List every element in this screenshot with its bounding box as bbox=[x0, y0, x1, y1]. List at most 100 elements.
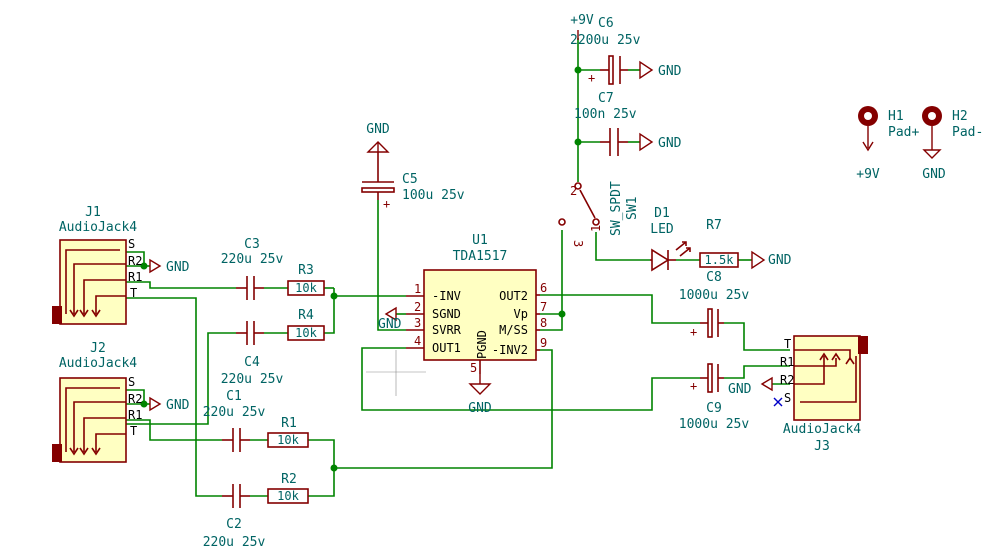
u1-gnd-label: GND bbox=[468, 401, 492, 416]
junction-dot bbox=[330, 292, 338, 300]
j2-value: AudioJack4 bbox=[59, 356, 137, 371]
c7-ref: C7 bbox=[598, 91, 614, 106]
junction-dot bbox=[558, 310, 566, 318]
c2-ref: C2 bbox=[226, 517, 242, 532]
h2-value: Pad- bbox=[952, 125, 983, 140]
c3-ref: C3 bbox=[244, 237, 260, 252]
capacitor-c7[interactable]: C7 100n 25v bbox=[574, 91, 637, 156]
u1-pin-4-num: 4 bbox=[414, 334, 421, 348]
capacitor-c8[interactable]: + C8 1000u 25v bbox=[679, 270, 750, 339]
u1-pin-6-num: 6 bbox=[540, 281, 547, 295]
j3-ref: J3 bbox=[814, 439, 830, 454]
c6-plus: + bbox=[588, 71, 595, 85]
u1-pin-3-name: SVRR bbox=[432, 323, 462, 337]
gnd-symbol-r7: GND bbox=[751, 250, 792, 270]
power-symbol-9v: +9V bbox=[570, 13, 594, 40]
capacitor-c1[interactable]: C1 220u 25v bbox=[203, 389, 266, 452]
capacitor-c5[interactable]: + C5 100u 25v bbox=[361, 152, 465, 211]
r7-gnd-label: GND bbox=[768, 253, 792, 268]
j3-pin-s: S bbox=[784, 391, 791, 405]
mounting-pad-h1[interactable]: H1 Pad+ +9V bbox=[856, 106, 919, 182]
led-d1[interactable]: D1 LED bbox=[650, 206, 691, 272]
d1-ref: D1 bbox=[654, 206, 670, 221]
u1-pin-8-num: 8 bbox=[540, 316, 547, 330]
wires bbox=[126, 38, 790, 497]
c5-plus: + bbox=[383, 197, 390, 211]
capacitor-c6[interactable]: + C6 2200u 25v bbox=[570, 16, 641, 85]
j2-pin-r2: R2 bbox=[128, 392, 142, 406]
resistor-r7[interactable]: 1.5k R7 bbox=[699, 218, 739, 268]
j1-ref: J1 bbox=[85, 205, 101, 220]
gnd-symbol-c6: GND bbox=[639, 60, 682, 80]
c7-value: 100n 25v bbox=[574, 107, 637, 122]
c6-gnd-label: GND bbox=[658, 64, 682, 79]
gnd-symbol-j2: GND bbox=[149, 396, 190, 413]
c6-value: 2200u 25v bbox=[570, 33, 641, 48]
u1-pin-2-num: 2 bbox=[414, 300, 421, 314]
r2-value: 10k bbox=[277, 489, 299, 503]
j2-pin-s: S bbox=[128, 375, 135, 389]
capacitor-c4[interactable]: C4 220u 25v bbox=[221, 321, 284, 387]
j2-gnd-label: GND bbox=[166, 398, 190, 413]
capacitor-c9[interactable]: + C9 1000u 25v bbox=[679, 363, 750, 432]
u1-pin-8-name: M/SS bbox=[499, 323, 528, 337]
h1-value: Pad+ bbox=[888, 125, 919, 140]
r4-ref: R4 bbox=[298, 308, 314, 323]
sw1-value: SW_SPDT bbox=[609, 181, 624, 236]
r2-ref: R2 bbox=[281, 472, 297, 487]
c5-value: 100u 25v bbox=[402, 188, 465, 203]
r3-value: 10k bbox=[295, 281, 317, 295]
u1-pgnd-label: PGND bbox=[475, 330, 489, 359]
c9-value: 1000u 25v bbox=[679, 417, 750, 432]
r3-ref: R3 bbox=[298, 263, 314, 278]
supply-label: +9V bbox=[570, 13, 594, 28]
u1-pin-6-name: OUT2 bbox=[499, 289, 528, 303]
h2-ref: H2 bbox=[952, 109, 968, 124]
j1-gnd-label: GND bbox=[166, 260, 190, 275]
c1-value: 220u 25v bbox=[203, 405, 266, 420]
capacitor-c3[interactable]: C3 220u 25v bbox=[221, 237, 284, 300]
junction-dot bbox=[574, 66, 582, 74]
c7-gnd-label: GND bbox=[658, 136, 682, 151]
ic-u1[interactable]: U1 TDA1517 1 2 3 4 -INV SGND SVRR OUT1 6… bbox=[406, 233, 547, 375]
j2-pin-t: T bbox=[130, 424, 137, 438]
c8-ref: C8 bbox=[706, 270, 722, 285]
gnd-symbol-sgnd: GND bbox=[378, 306, 402, 332]
j1-pin-s: S bbox=[128, 237, 135, 251]
junction-dot bbox=[330, 464, 338, 472]
c3-value: 220u 25v bbox=[221, 252, 284, 267]
sw1-ref: SW1 bbox=[625, 197, 640, 220]
audio-jack-j2[interactable]: J2 AudioJack4 S R2 R1 T bbox=[52, 341, 142, 463]
audio-jack-j3[interactable]: T R1 R2 S AudioJack4 J3 bbox=[780, 335, 868, 454]
h2-net: GND bbox=[922, 167, 946, 182]
resistor-r4[interactable]: 10k R4 bbox=[287, 308, 325, 341]
resistor-r2[interactable]: 10k R2 bbox=[267, 472, 309, 504]
c9-ref: C9 bbox=[706, 401, 722, 416]
resistor-r3[interactable]: 10k R3 bbox=[287, 263, 325, 296]
c9-plus: + bbox=[690, 379, 697, 393]
j1-pin-t: T bbox=[130, 286, 137, 300]
switch-sw1[interactable]: 2 3 1 SW_SPDT SW1 bbox=[558, 181, 640, 247]
capacitor-c2[interactable]: C2 220u 25v bbox=[203, 484, 266, 550]
sgnd-gnd-label: GND bbox=[378, 317, 402, 332]
no-connect-marker bbox=[773, 397, 783, 407]
r7-value: 1.5k bbox=[705, 253, 735, 267]
j2-pin-r1: R1 bbox=[128, 408, 142, 422]
u1-value: TDA1517 bbox=[453, 249, 508, 264]
u1-pin-1-name: -INV bbox=[432, 289, 461, 303]
h1-net: +9V bbox=[856, 167, 880, 182]
gnd-symbol-c7: GND bbox=[639, 132, 682, 152]
sw1-pin-3: 3 bbox=[571, 240, 585, 247]
audio-jack-j1[interactable]: J1 AudioJack4 S R2 R1 T bbox=[52, 205, 142, 325]
crosshair-marker bbox=[366, 350, 426, 396]
u1-pin-1-num: 1 bbox=[414, 282, 421, 296]
c8-plus: + bbox=[690, 325, 697, 339]
d1-value: LED bbox=[650, 222, 674, 237]
c2-value: 220u 25v bbox=[203, 535, 266, 550]
mounting-pad-h2[interactable]: H2 Pad- GND bbox=[922, 106, 983, 182]
sw1-pin-1: 1 bbox=[589, 225, 603, 232]
h1-ref: H1 bbox=[888, 109, 904, 124]
resistor-r1[interactable]: 10k R1 bbox=[267, 416, 309, 448]
u1-pin-7-name: Vp bbox=[514, 307, 528, 321]
